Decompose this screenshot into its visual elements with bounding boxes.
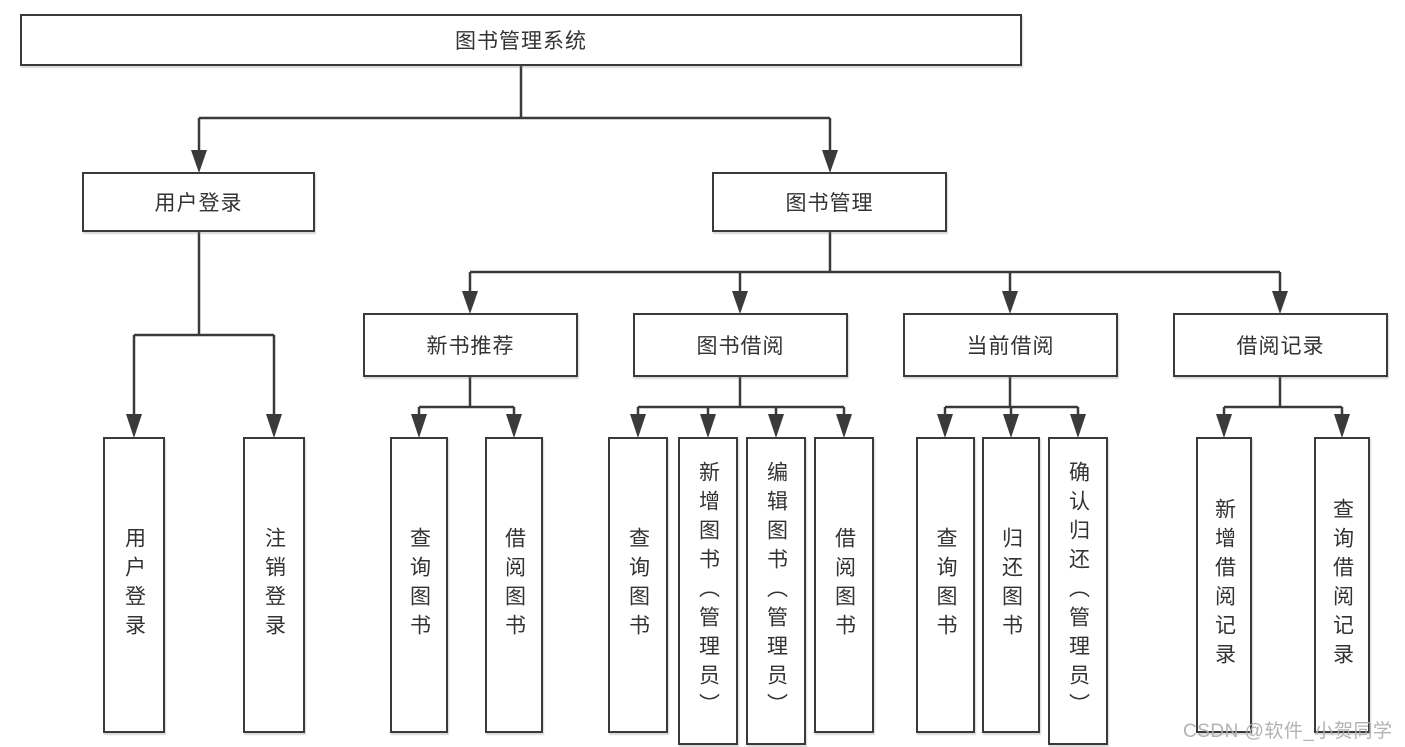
node-borrowing-records: 借阅记录: [1173, 313, 1388, 377]
node-new-book-recommend: 新书推荐: [363, 313, 578, 377]
leaf-current-confirm-return-admin: 确认归还（管理员）: [1048, 437, 1108, 745]
leaf-current-return-books: 归还图书: [982, 437, 1040, 733]
node-label: 查询图书: [407, 527, 431, 643]
leaf-borrowing-query-books: 查询图书: [608, 437, 668, 733]
leaf-current-query-books: 查询图书: [916, 437, 975, 733]
node-label: 用户登录: [122, 527, 146, 643]
node-label: 借阅图书: [502, 527, 526, 643]
node-book-management: 图书管理: [712, 172, 947, 232]
node-label: 借阅记录: [1236, 335, 1325, 358]
node-label: 图书管理: [785, 192, 874, 215]
node-user-login: 用户登录: [82, 172, 315, 232]
node-label: 查询借阅记录: [1330, 498, 1354, 672]
node-label: 编辑图书（管理员）: [764, 460, 788, 722]
node-label: 查询图书: [626, 527, 650, 643]
node-library-system: 图书管理系统: [20, 14, 1022, 66]
leaf-records-add-record: 新增借阅记录: [1196, 437, 1252, 733]
leaf-borrowing-edit-books-admin: 编辑图书（管理员）: [746, 437, 806, 745]
node-label: 确认归还（管理员）: [1066, 460, 1090, 722]
node-label: 注销登录: [262, 527, 286, 643]
leaf-user-login: 用户登录: [103, 437, 165, 733]
leaf-borrowing-borrow-books: 借阅图书: [814, 437, 874, 733]
leaf-logout-login: 注销登录: [243, 437, 305, 733]
node-label: 查询图书: [934, 527, 957, 643]
node-label: 图书借阅: [696, 335, 785, 358]
leaf-borrowing-add-books-admin: 新增图书（管理员）: [678, 437, 738, 745]
leaf-newbook-query-books: 查询图书: [390, 437, 448, 733]
node-label: 图书管理系统: [455, 30, 587, 53]
node-label: 新书推荐: [426, 335, 515, 358]
node-book-borrowing: 图书借阅: [633, 313, 848, 377]
csdn-watermark: CSDN @软件_小贺同学: [1183, 721, 1393, 742]
node-label: 用户登录: [154, 192, 243, 215]
node-label: 借阅图书: [832, 527, 856, 643]
node-label: 新增图书（管理员）: [696, 460, 720, 722]
leaf-newbook-borrow-books: 借阅图书: [485, 437, 543, 733]
node-label: 归还图书: [999, 527, 1023, 643]
node-label: 当前借阅: [966, 335, 1055, 358]
node-current-borrowing: 当前借阅: [903, 313, 1118, 377]
arrowheads: [126, 150, 1350, 438]
leaf-records-query-record: 查询借阅记录: [1314, 437, 1370, 733]
node-label: 新增借阅记录: [1212, 498, 1236, 672]
